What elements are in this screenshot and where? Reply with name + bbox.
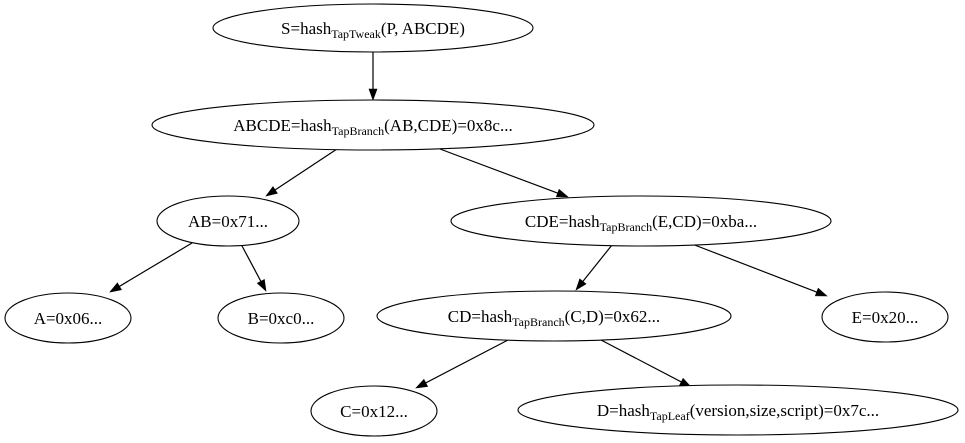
node-ellipse[interactable] [212, 3, 534, 53]
label-subscript: TapTweak [331, 27, 381, 41]
label-text: (AB,CDE)=0x8c... [384, 116, 513, 135]
node-ab[interactable]: AB=0x71... [156, 195, 300, 247]
label-text: (version,size,script)=0x7c... [690, 401, 879, 420]
edge-line [439, 148, 560, 195]
node-label: B=0xc0... [248, 309, 315, 328]
node-ellipse[interactable] [450, 195, 832, 247]
edge-arrowhead [555, 188, 569, 198]
edge-line [117, 242, 193, 288]
edge-arrowhead [256, 278, 267, 292]
label-text: B=0xc0... [248, 309, 315, 328]
edge-cde-to-cd [575, 244, 613, 291]
edge-s-to-abcde [368, 52, 378, 101]
label-text: AB=0x71... [188, 212, 268, 231]
node-e[interactable]: E=0x20... [821, 291, 949, 343]
edge-line [581, 244, 613, 284]
node-ellipse[interactable] [217, 292, 345, 344]
node-ellipse[interactable] [310, 385, 438, 437]
edge-layer [109, 52, 828, 389]
edge-arrowhead [575, 278, 587, 291]
label-text: CDE=hash [525, 212, 600, 231]
node-ellipse[interactable] [156, 195, 300, 247]
label-text: ABCDE=hash [233, 116, 332, 135]
edge-line [240, 243, 263, 284]
edge-line [691, 243, 819, 294]
node-label: A=0x06... [34, 309, 103, 328]
node-cd[interactable]: CD=hashTapBranch(C,D)=0x62... [376, 290, 732, 342]
node-label: E=0x20... [852, 308, 919, 327]
edge-arrowhead [109, 282, 122, 293]
node-label: AB=0x71... [188, 212, 268, 231]
label-text: CD=hash [448, 307, 513, 326]
node-cde[interactable]: CDE=hashTapBranch(E,CD)=0xba... [450, 195, 832, 247]
node-label: S=hashTapTweak(P, ABCDE) [281, 19, 465, 41]
edge-arrowhead [415, 378, 429, 389]
node-ellipse[interactable] [821, 291, 949, 343]
node-b[interactable]: B=0xc0... [217, 292, 345, 344]
label-text: (P, ABCDE) [381, 19, 465, 38]
label-text: S=hash [281, 19, 332, 38]
edge-arrowhead [368, 88, 378, 101]
label-text: E=0x20... [852, 308, 919, 327]
label-text: (C,D)=0x62... [565, 307, 661, 326]
label-subscript: TapLeaf [650, 409, 690, 423]
label-text: D=hash [597, 401, 651, 420]
label-text: A=0x06... [34, 309, 103, 328]
edge-line [273, 148, 338, 192]
edge-cd-to-c [415, 339, 509, 389]
edge-cde-to-e [691, 243, 828, 297]
node-label: CD=hashTapBranch(C,D)=0x62... [448, 307, 660, 329]
node-layer: S=hashTapTweak(P, ABCDE)ABCDE=hashTapBra… [4, 3, 959, 437]
node-abcde[interactable]: ABCDE=hashTapBranch(AB,CDE)=0x8c... [151, 99, 595, 151]
edge-ab-to-a [109, 242, 193, 293]
label-subscript: TapBranch [332, 124, 384, 138]
label-subscript: TapBranch [512, 315, 564, 329]
label-text: (E,CD)=0xba... [652, 212, 757, 231]
edge-line [423, 339, 509, 385]
node-label: ABCDE=hashTapBranch(AB,CDE)=0x8c... [233, 116, 512, 138]
label-subscript: TapBranch [600, 220, 652, 234]
node-d[interactable]: D=hashTapLeaf(version,size,script)=0x7c.… [517, 384, 959, 436]
node-ellipse[interactable] [4, 292, 132, 344]
node-s[interactable]: S=hashTapTweak(P, ABCDE) [212, 3, 534, 53]
edge-abcde-to-cde [439, 148, 569, 198]
edge-line [600, 339, 684, 384]
node-c[interactable]: C=0x12... [310, 385, 438, 437]
node-label: D=hashTapLeaf(version,size,script)=0x7c.… [597, 401, 879, 423]
node-ellipse[interactable] [517, 384, 959, 436]
node-ellipse[interactable] [151, 99, 595, 151]
label-text: C=0x12... [340, 402, 408, 421]
edge-ab-to-b [240, 243, 267, 292]
node-a[interactable]: A=0x06... [4, 292, 132, 344]
node-ellipse[interactable] [376, 290, 732, 342]
edge-arrowhead [265, 186, 278, 197]
edge-arrowhead [814, 287, 828, 297]
node-label: CDE=hashTapBranch(E,CD)=0xba... [525, 212, 757, 234]
edge-abcde-to-ab [265, 148, 338, 197]
node-label: C=0x12... [340, 402, 408, 421]
